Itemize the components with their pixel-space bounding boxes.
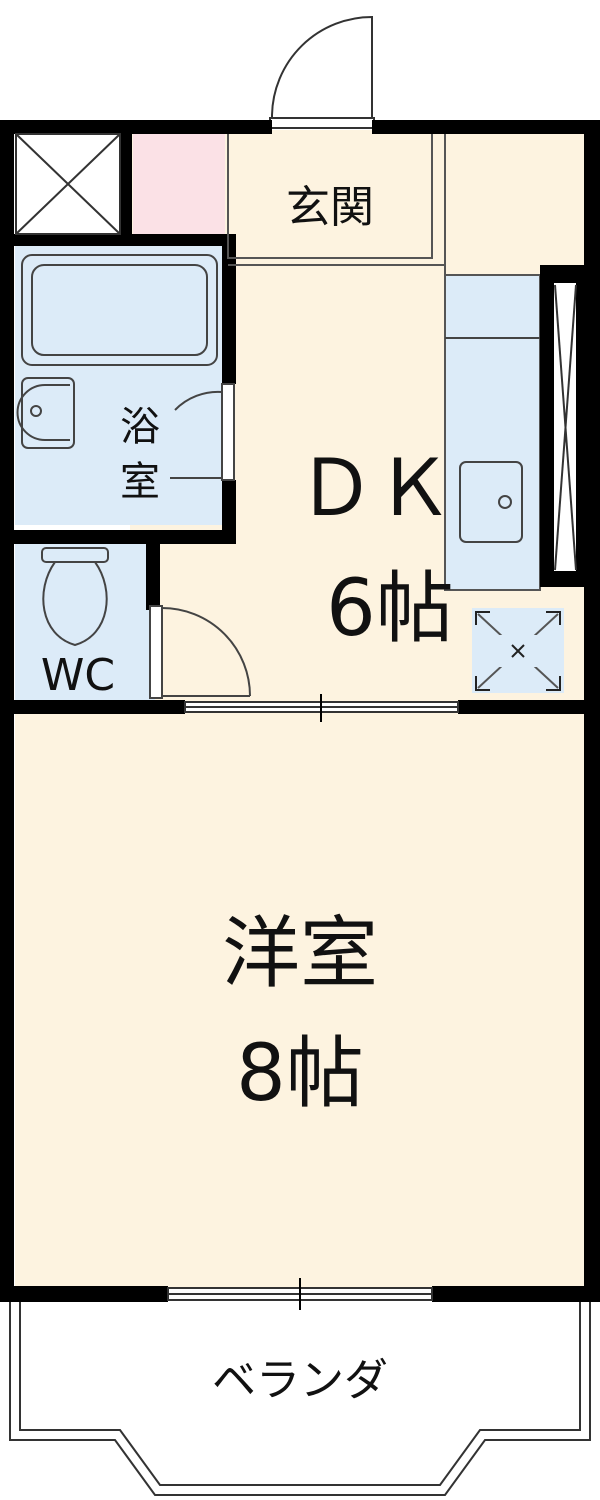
bathtub-inner [31,264,208,356]
western-room-floor [15,712,585,1287]
dk-size-label: 6帖 [326,564,454,654]
wc-door [149,605,251,699]
toilet-tank [41,547,109,563]
washer-pan [475,611,561,691]
entry-door-swing [271,15,373,125]
dk-sliding-door [184,694,459,722]
bath-label-line1: 浴 [120,404,160,450]
wall-bath-right-upper [222,234,236,384]
balcony-outline-outer [9,1302,591,1496]
entry-door-frame [269,117,375,129]
dk-label: ＤＫ [297,444,453,534]
wall-middle-right [458,700,600,714]
kitchen-sink [445,337,540,543]
floor-areas [15,130,585,1287]
washbasin-drain [30,405,42,417]
balcony [9,1302,591,1496]
bath-label-line2: 室 [120,459,160,505]
bath-door-frame [221,383,235,481]
kitchen-window [552,281,578,573]
wall-middle-left [0,700,185,714]
toilet-floor [15,540,155,705]
kitchen-sink-drain [498,495,512,509]
washbasin [16,377,75,449]
entrance-label: 玄関 [286,182,374,233]
washer-drain-icon [511,644,525,658]
wc-door-frame [149,605,163,699]
entrance-step [227,134,446,275]
wall-bottom-left [0,1286,168,1302]
wall-wc-right [146,530,160,610]
washer-pan-corners [475,611,561,691]
western-room-label: 洋室 [222,909,378,999]
kitchen-sink-basin [459,461,523,543]
kitchen-window-cross-2 [554,284,577,571]
wall-bath-right-lower [222,480,236,544]
bathtub-outer [21,254,218,366]
toilet-bowl [42,561,108,647]
western-room-size-label: 8帖 [236,1029,364,1119]
wall-bath-bottom [14,530,236,544]
wc-label: WC [41,650,115,701]
balcony-outline-inner [19,1302,581,1486]
washbasin-bowl [16,384,70,441]
entry-door [269,15,375,129]
wall-top-left [0,120,272,134]
toilet-fixture [41,547,109,647]
wall-storage-right [120,130,132,240]
wc-door-swing [161,607,251,697]
balcony-window [167,1278,433,1310]
washbasin-outer [21,377,75,449]
bath-door-swing [174,390,223,411]
balcony-label: ベランダ [212,1355,388,1406]
entrance-step-outline [227,134,433,259]
storage-pink-area [133,133,225,235]
bath-door [170,383,235,481]
bathtub [21,254,218,366]
storage-box-cross-2 [15,133,121,235]
wall-top-right [372,120,600,134]
storage-box [15,133,121,235]
room-labels: 玄関 浴 室 WC ＤＫ 6帖 洋室 8帖 ベランダ [41,182,454,1406]
wall-bottom-right [432,1286,600,1302]
